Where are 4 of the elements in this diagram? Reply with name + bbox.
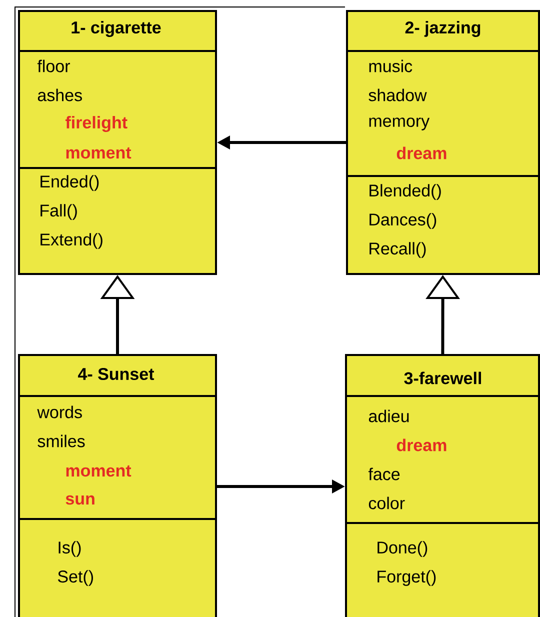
class-box: 3-farewell adieu dream face color Done() Forget(): [345, 354, 540, 617]
class-box: 1- cigarette floor ashes firelight moment Ended() Fall() Extend(): [18, 10, 217, 275]
class-box: 2- jazzing music shadow memory dream Blended() Dances() Recall(): [346, 10, 540, 275]
class-box: 4- Sunset words smiles moment sun Is() Set(): [18, 354, 217, 617]
